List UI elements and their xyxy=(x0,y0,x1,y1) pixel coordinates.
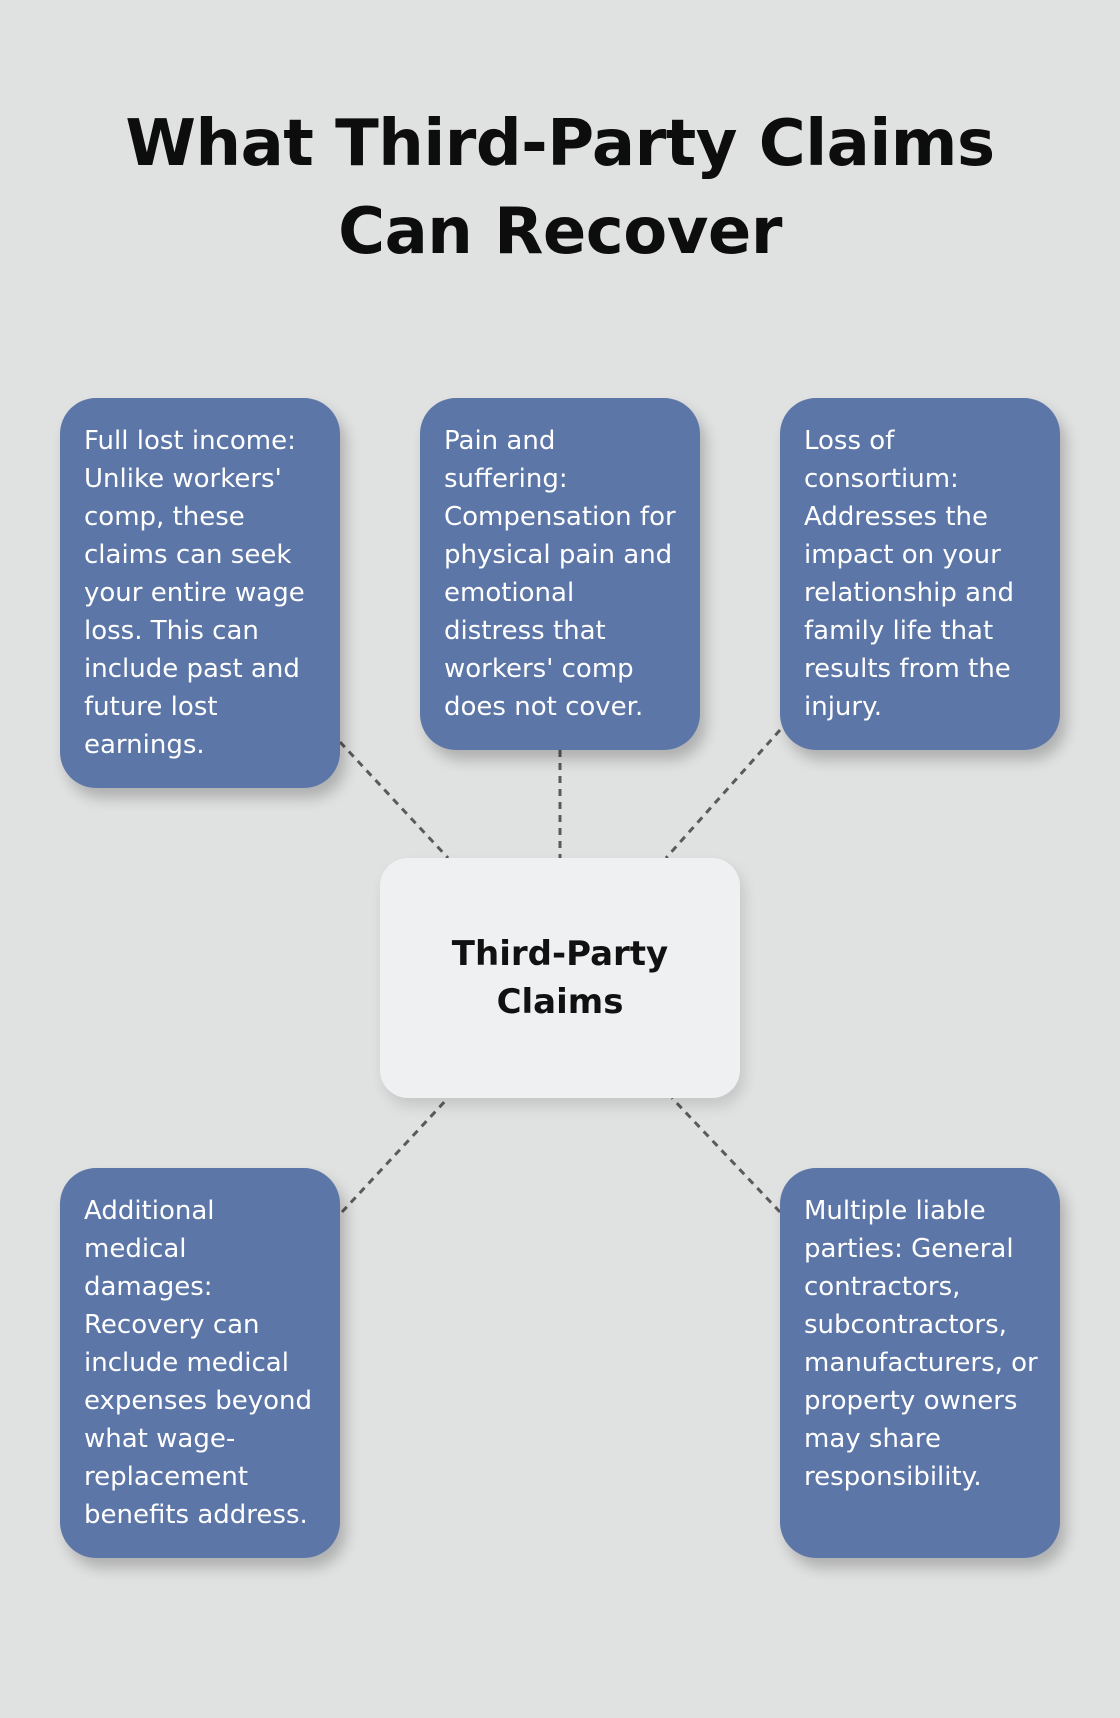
card-additional-medical-damages: Additional medical damages: Recovery can… xyxy=(60,1168,340,1558)
card-text: Pain and suffering: Compensation for phy… xyxy=(444,426,676,722)
card-text: Multiple liable parties: General contrac… xyxy=(804,1196,1038,1492)
card-loss-of-consortium: Loss of consortium: Addresses the impact… xyxy=(780,398,1060,750)
connector-to-card-1 xyxy=(338,740,450,860)
center-label: Third-Party Claims xyxy=(451,934,669,1022)
connector-to-card-3 xyxy=(664,729,782,859)
card-pain-and-suffering: Pain and suffering: Compensation for phy… xyxy=(420,398,700,750)
center-node: Third-Party Claims xyxy=(380,858,740,1098)
card-text: Additional medical damages: Recovery can… xyxy=(84,1196,313,1530)
card-text: Loss of consortium: Addresses the impact… xyxy=(804,426,1015,722)
card-full-lost-income: Full lost income: Unlike workers' comp, … xyxy=(60,398,340,788)
page-title: What Third-Party Claims Can Recover xyxy=(125,107,995,269)
connector-to-card-4 xyxy=(340,1096,450,1214)
card-multiple-liable-parties: Multiple liable parties: General contrac… xyxy=(780,1168,1060,1558)
connector-to-card-5 xyxy=(670,1096,782,1214)
card-text: Full lost income: Unlike workers' comp, … xyxy=(84,426,305,760)
